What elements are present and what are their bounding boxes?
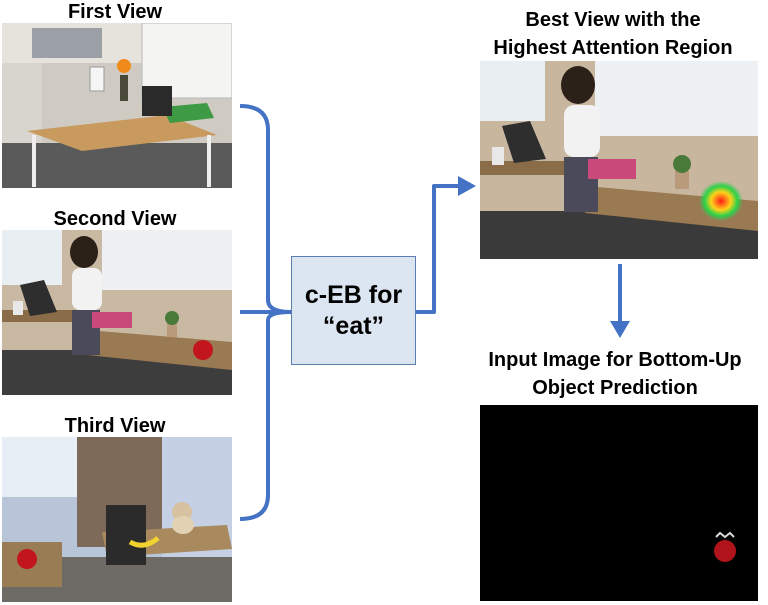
box-to-best-view: [416, 184, 460, 314]
output-title-line2: Object Prediction: [532, 377, 698, 399]
output-title-line1: Input Image for Bottom-Up: [488, 349, 742, 371]
best-view-title: Best View with the Highest Attention Reg…: [468, 6, 758, 62]
best-view-title-line2: Highest Attention Region: [493, 37, 733, 59]
third-view-title: Third View: [64, 415, 166, 437]
first-view-image: [2, 23, 232, 188]
best-view-title-line1: Best View with the: [525, 9, 701, 31]
second-view-image: [2, 230, 232, 395]
arrowhead-right: [458, 176, 476, 196]
output-title: Input Image for Bottom-Up Object Predict…: [465, 346, 765, 402]
process-label-line1: c-EB for: [304, 280, 403, 309]
c-eb-process-box: c-EB for “eat”: [291, 256, 416, 365]
first-view-title: First View: [67, 1, 163, 23]
process-label-line2: “eat”: [322, 311, 385, 340]
best-view-image: [480, 61, 758, 259]
arrowhead-down: [610, 321, 630, 338]
bottom-up-input-image: [480, 405, 758, 601]
third-view-image: [2, 437, 232, 602]
bracket-top: [239, 104, 292, 314]
bracket-bottom: [239, 310, 292, 521]
second-view-title: Second View: [53, 208, 177, 230]
